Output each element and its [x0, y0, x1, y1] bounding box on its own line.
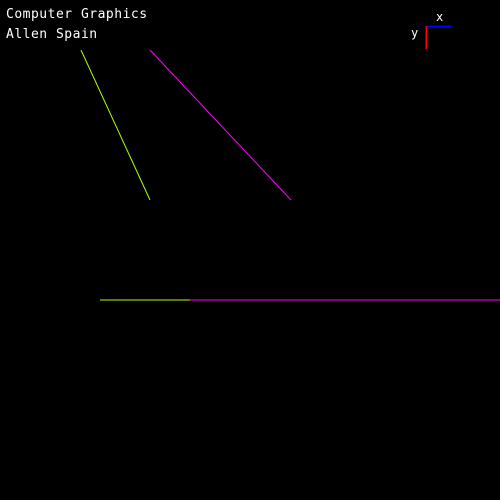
x-axis-label: x — [436, 10, 443, 24]
title-text: Computer Graphics — [6, 7, 148, 22]
magenta-diagonal-line — [149, 49, 292, 201]
y-axis-label: y — [411, 26, 418, 40]
axis-indicator: x y — [411, 10, 451, 49]
author-text: Allen Spain — [6, 27, 98, 42]
green-diagonal-line — [80, 49, 151, 201]
